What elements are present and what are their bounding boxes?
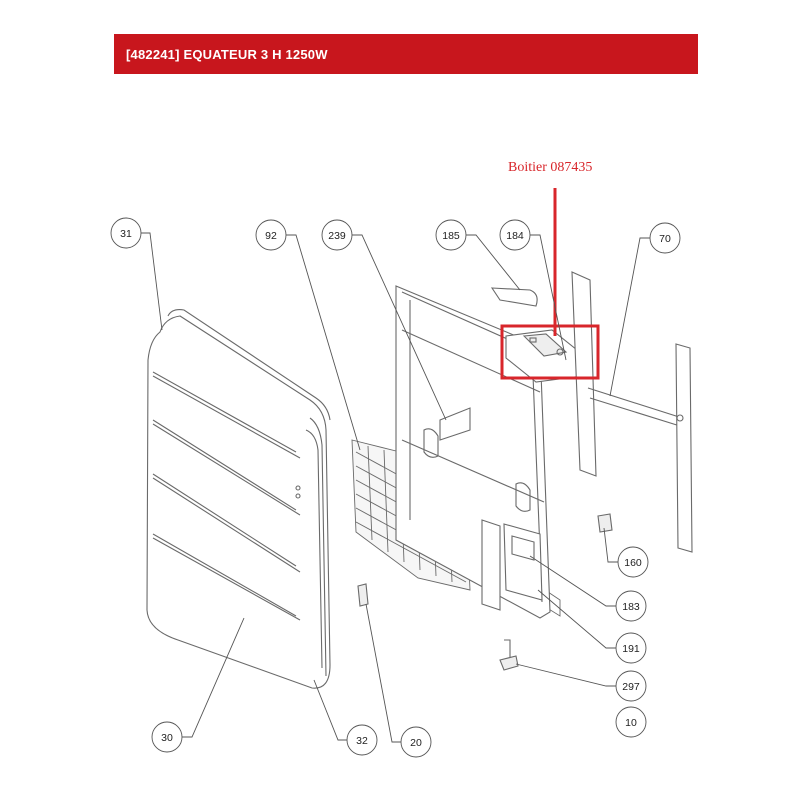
- svg-text:20: 20: [410, 737, 422, 749]
- svg-text:10: 10: [625, 717, 637, 729]
- callout-183: 183: [615, 590, 647, 622]
- leader-lines: [140, 232, 650, 743]
- svg-text:184: 184: [506, 230, 524, 242]
- small-parts: [357, 513, 613, 671]
- callout-20: 20: [400, 726, 432, 758]
- front-panel: [146, 309, 331, 689]
- callout-30: 30: [151, 721, 183, 753]
- callout-297: 297: [615, 670, 647, 702]
- svg-text:32: 32: [356, 735, 368, 747]
- svg-text:191: 191: [622, 643, 640, 655]
- svg-text:297: 297: [622, 681, 640, 693]
- svg-text:185: 185: [442, 230, 460, 242]
- callout-239: 239: [321, 219, 353, 251]
- svg-text:70: 70: [659, 233, 671, 245]
- mounting-bracket: [571, 271, 693, 553]
- control-box: [490, 287, 583, 383]
- svg-text:31: 31: [120, 228, 132, 240]
- highlight-box: [500, 324, 600, 380]
- callouts: 31 92 239 185 184 70 160 183 191 297 10 …: [110, 217, 681, 758]
- callout-31: 31: [110, 217, 142, 249]
- svg-text:30: 30: [161, 732, 173, 744]
- callout-185: 185: [435, 219, 467, 251]
- svg-text:160: 160: [624, 557, 642, 569]
- page-title: [482241] EQUATEUR 3 H 1250W: [126, 46, 328, 62]
- highlight-group: [500, 188, 600, 380]
- callout-70: 70: [649, 222, 681, 254]
- header-bar: [482241] EQUATEUR 3 H 1250W: [114, 34, 698, 74]
- svg-text:183: 183: [622, 601, 640, 613]
- svg-text:92: 92: [265, 230, 277, 242]
- callout-92: 92: [255, 219, 287, 251]
- callout-184: 184: [499, 219, 531, 251]
- callout-160: 160: [617, 546, 649, 578]
- callout-10: 10: [615, 706, 647, 738]
- annotation-label: Boitier 087435: [508, 160, 593, 175]
- callout-191: 191: [615, 632, 647, 664]
- svg-text:239: 239: [328, 230, 346, 242]
- callout-32: 32: [346, 724, 378, 756]
